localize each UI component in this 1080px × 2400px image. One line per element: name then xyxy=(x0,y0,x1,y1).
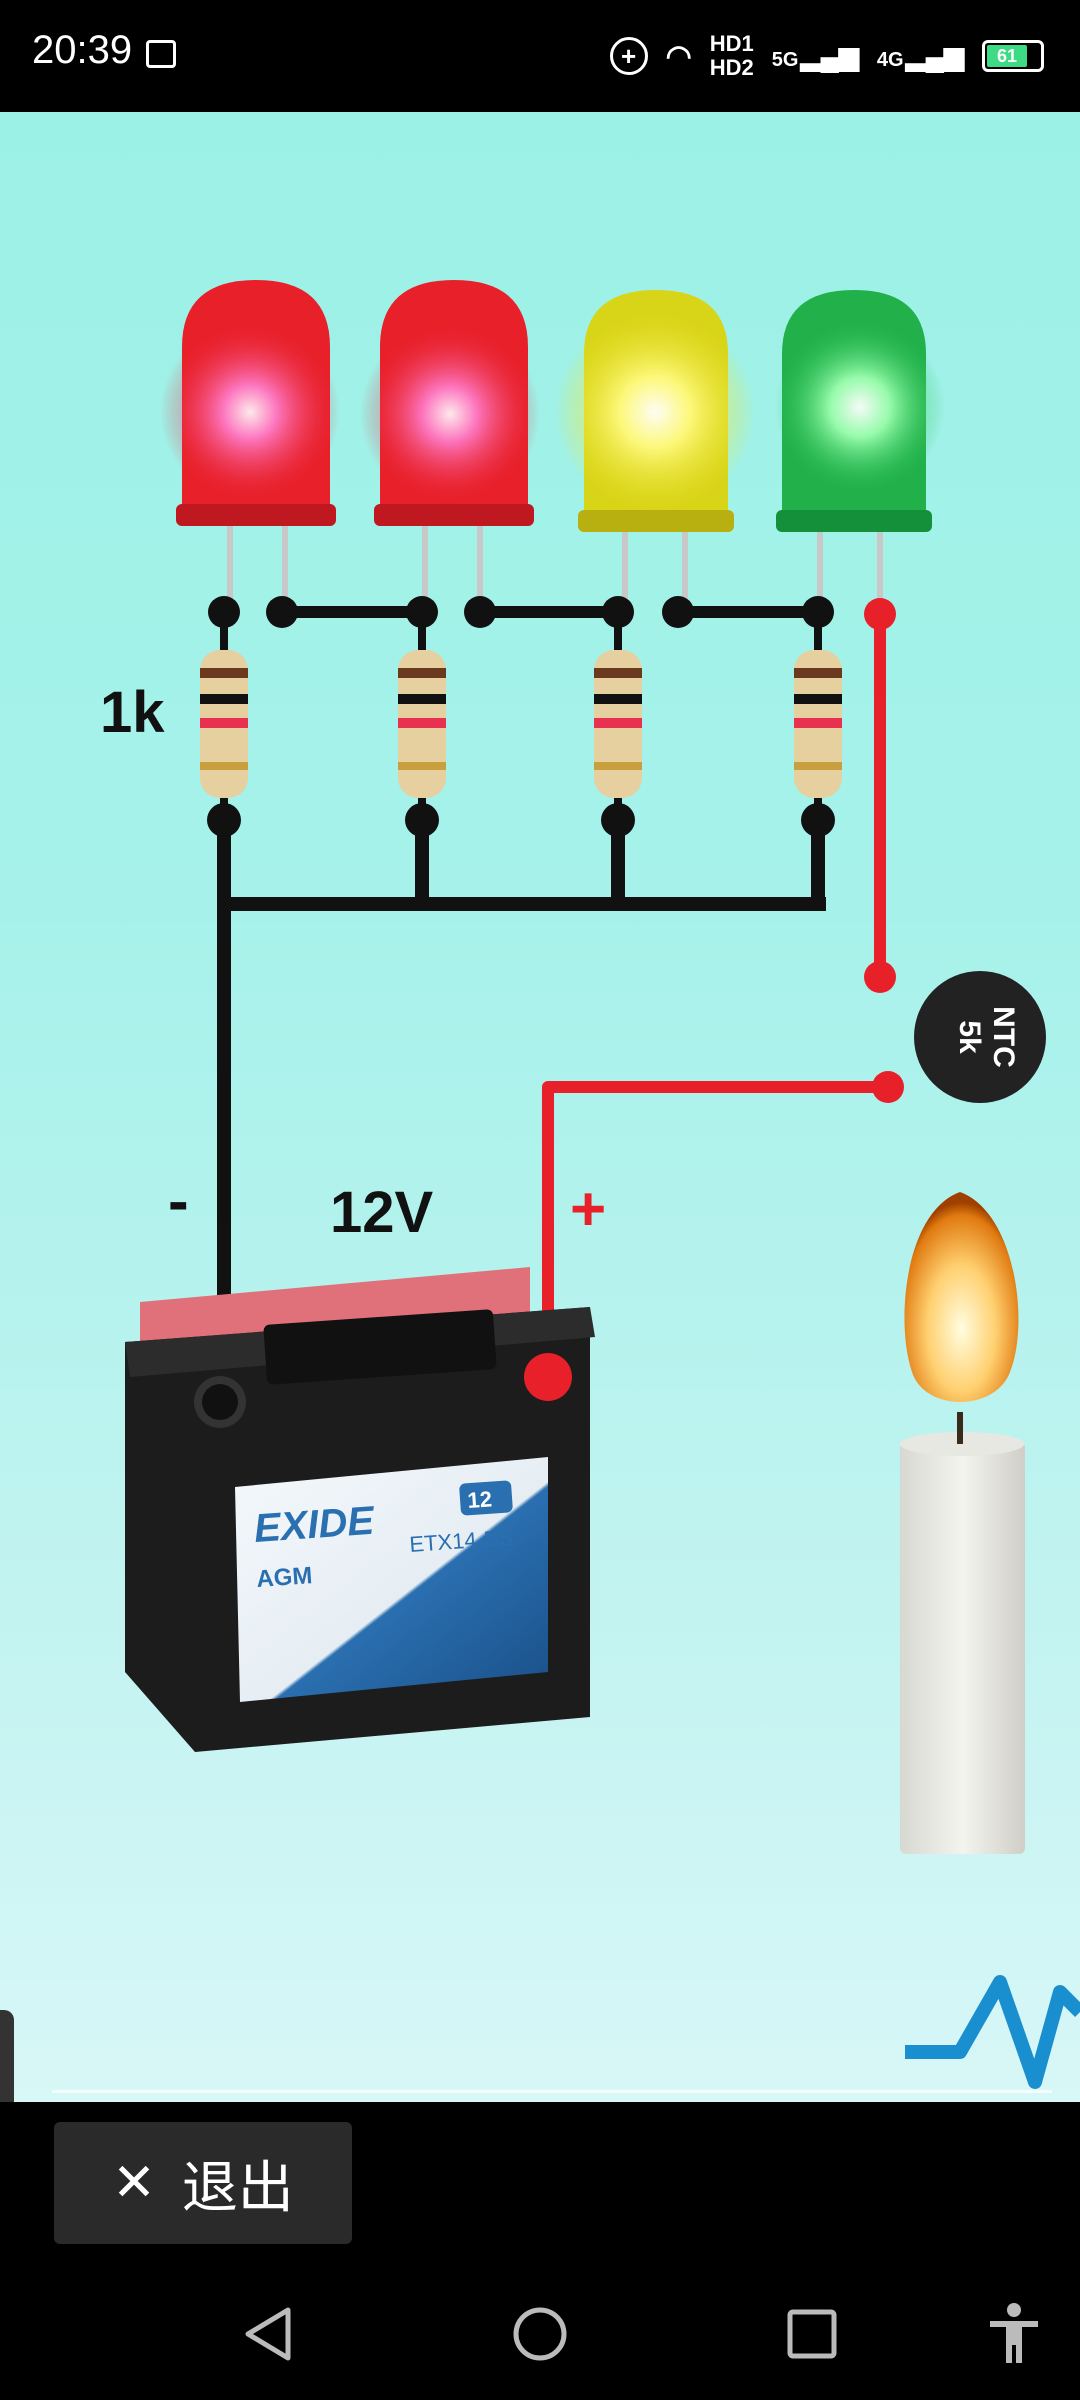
home-button[interactable] xyxy=(474,2268,606,2400)
status-icons: + ◠ HD1 HD2 5G ▂▄▆ 4G ▂▄▆ 61 xyxy=(609,28,1044,84)
battery-12v: EXIDE AGM ETX14-BS 12 xyxy=(125,1267,595,1752)
resistor-2 xyxy=(398,612,446,820)
signal-4g: 4G ▂▄▆ xyxy=(876,40,964,71)
hd1-label: HD1 xyxy=(709,31,754,56)
resistor-4 xyxy=(794,612,842,820)
exit-label: 退出 xyxy=(181,2155,294,2219)
recents-button[interactable] xyxy=(746,2268,878,2400)
video-player[interactable]: NTC 5k 1k 12V - + EXIDE AGM ETX14-BS 12 xyxy=(0,112,1080,2102)
minus-label: - xyxy=(168,1167,189,1236)
led-red-2 xyxy=(360,280,540,607)
resistor-3 xyxy=(594,612,642,820)
circuit-diagram: NTC 5k 1k 12V - + EXIDE AGM ETX14-BS 12 xyxy=(100,280,1080,2089)
battery-capacity: 12 xyxy=(467,1486,493,1513)
led-yellow xyxy=(555,290,755,607)
signal-bars-icon: ▂▄▆ xyxy=(800,40,859,71)
ntc-thermistor: NTC 5k xyxy=(914,971,1046,1103)
signal-bars-icon: ▂▄▆ xyxy=(905,40,964,71)
video-progress-bar[interactable] xyxy=(52,2090,1052,2093)
led-red-1 xyxy=(160,280,340,607)
led-green xyxy=(775,290,945,607)
red-dots xyxy=(864,598,904,1103)
wifi-icon: ◠ xyxy=(665,39,692,73)
close-icon: ✕ xyxy=(112,2154,156,2212)
status-bar: 20:39 + ◠ HD1 HD2 5G ▂▄▆ 4G ▂▄▆ 61 xyxy=(0,0,1080,112)
gallery-icon xyxy=(146,40,176,68)
status-time: 20:39 xyxy=(32,28,133,72)
resistors xyxy=(200,612,842,820)
resistor-value-label: 1k xyxy=(100,680,165,745)
accessibility-button[interactable] xyxy=(948,2268,1080,2400)
hd2-label: HD2 xyxy=(709,55,754,80)
add-circle-icon: + xyxy=(609,37,648,75)
home-circle-icon xyxy=(513,2307,567,2361)
ntc-label: NTC xyxy=(987,1006,1020,1068)
plus-label: + xyxy=(570,1175,606,1244)
battery-level: 61 xyxy=(987,45,1027,67)
signal-5g: 5G ▂▄▆ xyxy=(771,40,859,71)
hd-labels: HD1 HD2 xyxy=(710,32,754,80)
positive-wire xyxy=(542,612,888,1377)
junction-dots-bottom xyxy=(207,803,835,837)
channel-logo xyxy=(905,1975,1080,2089)
back-button[interactable] xyxy=(202,2268,334,2400)
ntc-value: 5k xyxy=(953,1020,986,1054)
back-triangle-icon xyxy=(245,2307,291,2361)
exit-button[interactable]: ✕ 退出 xyxy=(54,2122,352,2244)
navigation-bar xyxy=(0,2268,1080,2400)
resistor-1 xyxy=(200,612,248,820)
battery-brand: EXIDE xyxy=(253,1499,377,1551)
battery-icon: 61 xyxy=(982,40,1044,72)
accessibility-icon xyxy=(990,2303,1038,2363)
battery-type: AGM xyxy=(256,1562,314,1593)
candle xyxy=(900,1192,1025,1854)
recents-square-icon xyxy=(787,2309,837,2359)
battery-voltage-label: 12V xyxy=(330,1180,434,1245)
